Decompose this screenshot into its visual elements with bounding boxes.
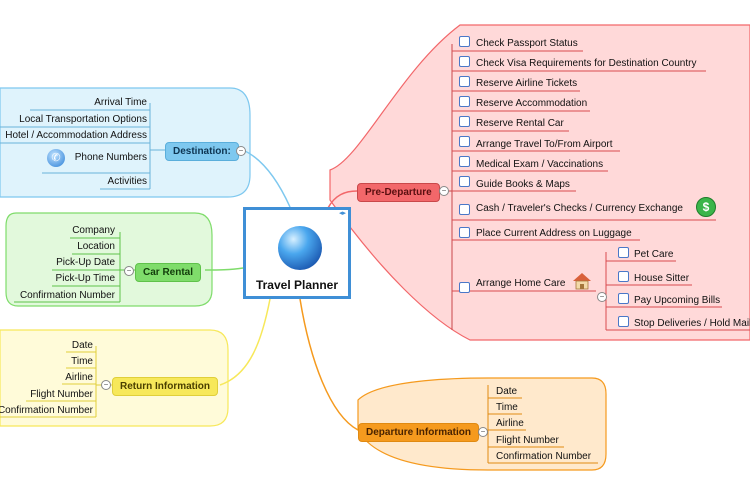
car-rental-item: Pick-Up Time [55,273,115,284]
return-item: Flight Number [30,389,93,400]
checkbox[interactable] [459,204,470,215]
checkbox[interactable] [459,36,470,47]
car-rental-item: Company [72,225,115,236]
destination-item: Arrival Time [94,97,147,108]
checkbox[interactable] [459,227,470,238]
checkbox[interactable] [459,282,470,293]
house-icon [572,272,592,290]
checkbox[interactable] [459,56,470,67]
task-label: Arrange Home Care [476,278,566,289]
collapse-toggle-home-care[interactable]: − [597,292,607,302]
return-item: Airline [65,372,93,383]
checkbox[interactable] [618,247,629,258]
central-topic[interactable]: ◂▸ Travel Planner [243,207,351,299]
checkbox[interactable] [459,136,470,147]
departure-item: Flight Number [496,435,559,446]
destination-item: Phone Numbers [74,152,147,163]
topic-pre-departure[interactable]: Pre-Departure [357,183,440,202]
task-label: Medical Exam / Vaccinations [476,159,604,170]
departure-item: Confirmation Number [496,451,592,462]
checkbox[interactable] [618,271,629,282]
task-label: Guide Books & Maps [476,179,570,190]
destination-item: Activities [107,176,147,187]
collapse-toggle-return-information[interactable]: − [101,380,111,390]
task-label: Place Current Address on Luggage [476,228,632,239]
collapse-toggle-car-rental[interactable]: − [124,266,134,276]
checkbox[interactable] [618,293,629,304]
task-label: Check Passport Status [476,38,578,49]
collapse-toggle-pre-departure[interactable]: − [439,186,449,196]
checkbox[interactable] [459,176,470,187]
topic-departure-information[interactable]: Departure Information [358,423,480,442]
departure-item: Date [496,386,518,397]
checkbox[interactable] [618,316,629,327]
departure-item: Airline [496,418,524,429]
car-rental-item: Confirmation Number [19,290,115,301]
car-rental-item: Location [77,241,115,252]
checkbox[interactable] [459,76,470,87]
collapse-handle-icon[interactable]: ◂▸ [338,210,346,217]
task-label: Reserve Airline Tickets [476,78,578,89]
task-label: Reserve Accommodation [476,98,588,109]
task-label: House Sitter [634,273,690,284]
task-label: Cash / Traveler's Checks / Currency Exch… [476,203,683,214]
topic-destination[interactable]: Destination: [165,142,239,161]
task-label: Stop Deliveries / Hold Mail [634,318,750,329]
collapse-toggle-departure-information[interactable]: − [478,427,488,437]
task-label: Arrange Travel To/From Airport [476,139,613,150]
task-label: Pay Upcoming Bills [634,295,721,306]
return-item: Time [71,356,93,367]
destination-item: Local Transportation Options [19,114,147,125]
topic-return-information[interactable]: Return Information [112,377,218,396]
task-label: Check Visa Requirements for Destination … [476,58,697,69]
task-label: Reserve Rental Car [476,118,564,129]
departure-item: Time [496,402,518,413]
car-rental-item: Pick-Up Date [56,257,115,268]
task-label: Pet Care [634,249,674,260]
checkbox[interactable] [459,96,470,107]
central-topic-title: Travel Planner [255,278,339,292]
checkbox[interactable] [459,156,470,167]
return-item: Date [71,340,93,351]
checkbox[interactable] [459,116,470,127]
return-item: Confirmation Number [0,405,93,416]
phone-icon: ✆ [47,149,65,167]
car-rental-area [5,212,213,307]
collapse-toggle-destination[interactable]: − [236,146,246,156]
dollar-icon: $ [696,197,716,217]
topic-car-rental[interactable]: Car Rental [135,263,202,282]
destination-item: Hotel / Accommodation Address [5,130,147,141]
globe-icon [278,226,322,270]
